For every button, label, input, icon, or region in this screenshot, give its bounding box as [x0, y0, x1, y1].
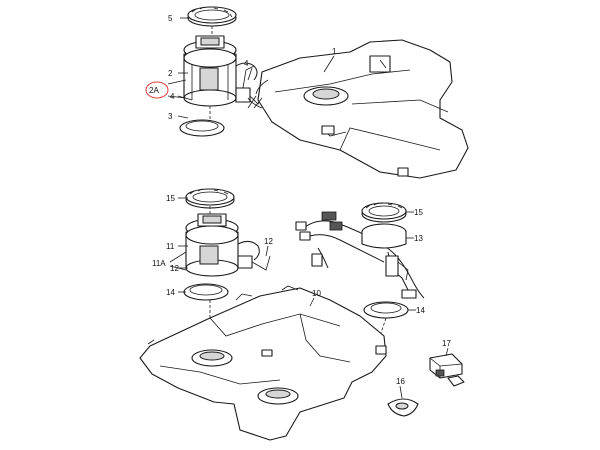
callout-2a-highlight [145, 81, 169, 99]
callout-3: 3 [168, 112, 173, 121]
locking-ring-right [361, 202, 407, 223]
callout-12-left: 12 [170, 264, 179, 273]
fuel-tank-lower [139, 285, 387, 441]
callout-17: 17 [442, 339, 451, 348]
callout-2: 2 [168, 69, 173, 78]
callout-11: 11 [166, 242, 175, 251]
upper-assembly: 5 2 2A 4 3 4 1 [145, 6, 469, 179]
callout-14-left: 14 [166, 288, 175, 297]
callout-15-right: 15 [414, 208, 423, 217]
seal-ring-right [363, 301, 409, 319]
callout-10: 10 [312, 289, 321, 298]
callout-16: 16 [396, 377, 405, 386]
fuel-pump-module-upper [183, 35, 258, 107]
fuel-pump-module-lower [185, 213, 271, 277]
locking-ring-top [187, 6, 237, 27]
locking-ring-left [185, 188, 235, 209]
callout-11a: 11A [152, 259, 166, 268]
seal-ring-left [183, 283, 229, 301]
fuel-pump-control-unit [429, 353, 465, 387]
callout-1: 1 [332, 47, 337, 56]
seal-ring-upper [179, 119, 225, 137]
fuel-tank-upper [247, 39, 469, 179]
callout-4-left: 4 [170, 92, 175, 101]
callout-14-right: 14 [416, 306, 425, 315]
wiring-harness [295, 211, 425, 299]
lower-assembly: 15 11 11A 12 14 12 15 13 14 10 16 17 [139, 188, 465, 441]
callout-15-left: 15 [166, 194, 175, 203]
callout-5: 5 [168, 14, 173, 23]
callout-13: 13 [414, 234, 423, 243]
callout-2a: 2A [149, 86, 159, 95]
callout-12-right: 12 [264, 237, 273, 246]
fuel-level-sender-upper [235, 65, 263, 105]
callout-4-right: 4 [244, 59, 249, 68]
retaining-bracket [387, 398, 419, 417]
fuel-sender-unit-right [361, 223, 409, 291]
